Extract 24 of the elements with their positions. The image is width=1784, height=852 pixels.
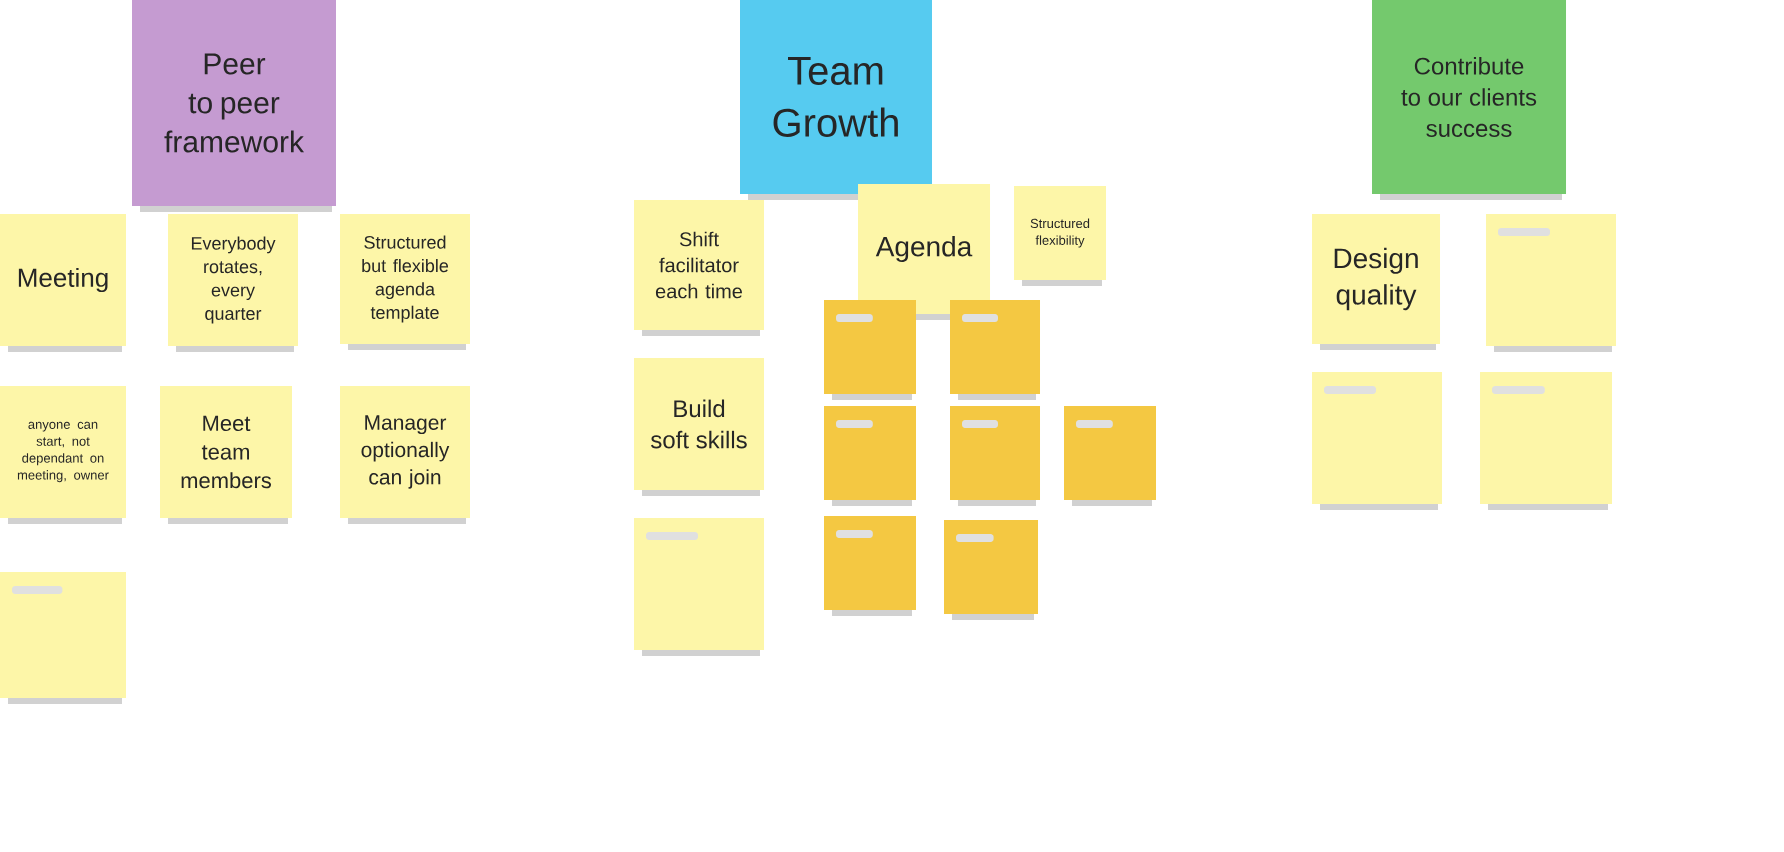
sticky-note: Contribute to our clients success xyxy=(1372,0,1566,200)
sticky-note xyxy=(944,520,1038,620)
sticky-note xyxy=(1312,372,1442,510)
sticky-note: Structured but flexible agenda template xyxy=(340,214,470,350)
sticky-note: Meeting xyxy=(0,214,126,352)
sticky-note: Design quality xyxy=(1312,214,1440,350)
sticky-note: Everybody rotates, every quarter xyxy=(168,214,298,352)
sticky-note xyxy=(950,300,1040,400)
sticky-note xyxy=(634,518,764,656)
sticky-note xyxy=(1064,406,1156,506)
sticky-note xyxy=(1480,372,1612,510)
sticky-note xyxy=(824,406,916,506)
sticky-note: Shift facilitator each time xyxy=(634,200,764,336)
sticky-note: Meet team members xyxy=(160,386,292,524)
sticky-note xyxy=(0,572,126,704)
sticky-note xyxy=(950,406,1040,506)
sticky-note: Build soft skills xyxy=(634,358,764,496)
sticky-note: Manager optionally can join xyxy=(340,386,470,524)
sticky-note: Peer to peer framework xyxy=(132,0,336,212)
sticky-note xyxy=(1486,214,1616,352)
sticky-note: Agenda xyxy=(858,184,990,320)
sticky-note xyxy=(824,516,916,616)
sticky-note: Team Growth xyxy=(740,0,932,200)
sticky-note xyxy=(824,300,916,400)
